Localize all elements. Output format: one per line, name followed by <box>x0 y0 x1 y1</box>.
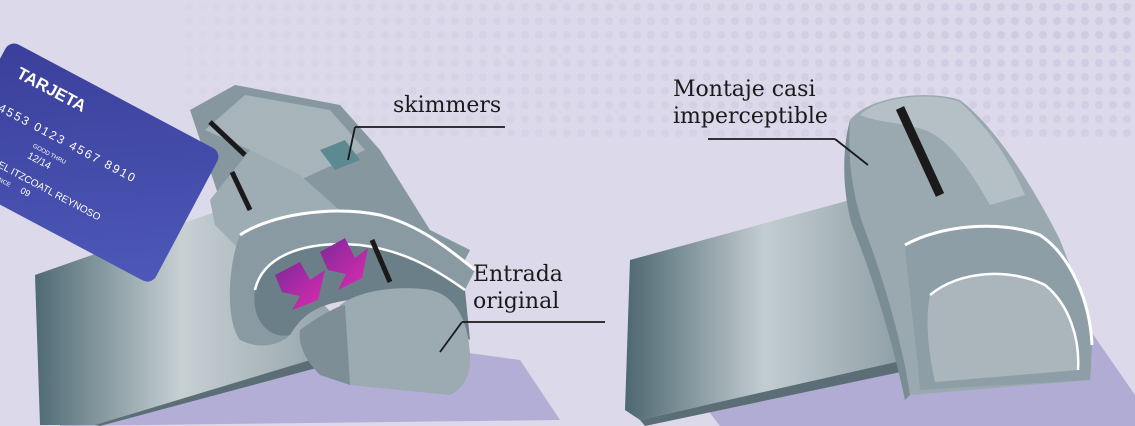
arrow-right <box>320 238 368 290</box>
label-montaje-line2: imperceptible <box>673 104 828 129</box>
slot-stripe-top <box>208 120 247 157</box>
skimmer-top <box>205 95 365 180</box>
arrow-left <box>275 262 325 310</box>
card-member-year: 09 <box>19 185 33 199</box>
fake-entry-arch <box>229 211 475 346</box>
left-card-reader <box>35 85 560 426</box>
label-entrada-line2: original <box>473 289 560 314</box>
right-card-reader <box>625 95 1135 426</box>
original-entry-block <box>339 288 470 395</box>
leader-lines <box>347 126 869 353</box>
skimmers-leader-d <box>347 126 356 161</box>
label-skimmers: skimmers <box>393 93 502 118</box>
entrada-leader-d <box>439 321 463 353</box>
slot-stripe-inner <box>369 239 393 283</box>
right-original-entry <box>927 273 1079 382</box>
slot-stripe-mid <box>229 170 253 212</box>
label-montaje-line1: Montaje casi <box>673 77 816 102</box>
right-base-plate <box>625 200 905 420</box>
right-slot-stripe <box>895 106 945 197</box>
label-entrada-line1: Entrada <box>473 262 563 287</box>
card-face <box>0 43 219 282</box>
montaje-leader-d <box>834 138 869 166</box>
